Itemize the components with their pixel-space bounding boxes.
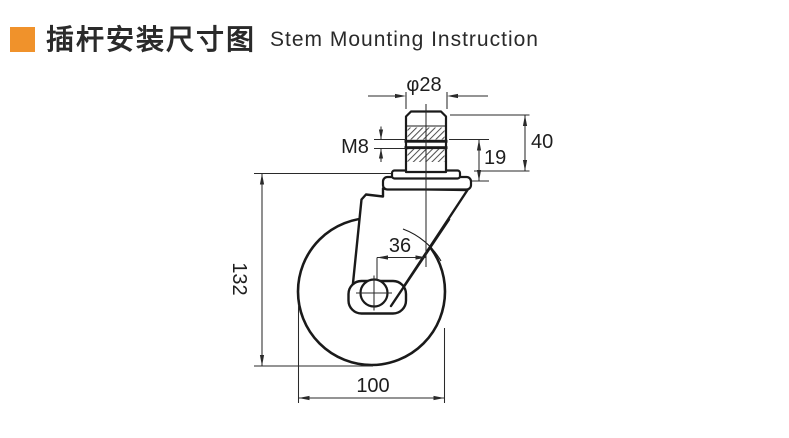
dim-thread-label: M8 [341, 136, 369, 158]
page-title-english: Stem Mounting Instruction [270, 28, 539, 51]
dim-overall-height-lines [254, 172, 391, 367]
title-row: 插杆安装尺寸图 Stem Mounting Instruction [10, 18, 539, 58]
arrowhead [377, 255, 388, 260]
dim-wheel-diameter-label: 100 [356, 375, 389, 397]
fork-inner-edge [389, 218, 451, 308]
arrowhead [298, 395, 310, 401]
dim-stem-diameter-lines [368, 92, 488, 109]
dim-thread-lines [374, 126, 406, 162]
dim-stem-diameter-label: φ28 [406, 74, 441, 96]
arrowhead [395, 93, 406, 99]
arrowhead [522, 160, 528, 171]
dim-offset-label: 36 [389, 235, 411, 257]
arrowhead [476, 170, 482, 181]
arrowhead [522, 115, 528, 126]
arrowhead [259, 173, 265, 185]
dim-stem-height-label: 40 [531, 131, 553, 153]
dim-wheel-diameter-lines [297, 305, 446, 403]
dim-thread-length-label: 19 [484, 147, 506, 169]
arrowhead [378, 129, 384, 140]
caster-drawing [296, 104, 473, 367]
arrowhead [259, 355, 265, 366]
arrowhead [415, 255, 427, 260]
arrowhead [447, 93, 458, 99]
axle-centerlines [356, 275, 392, 311]
dimension-lines: φ28 M8 19 40 132 36 [228, 74, 553, 403]
arrowhead [476, 139, 482, 151]
title-bullet-square [10, 27, 35, 52]
page-title-chinese: 插杆安装尺寸图 [46, 23, 257, 56]
arrowhead [378, 148, 384, 159]
hidden-wheel-edge-arc [402, 228, 442, 262]
dim-overall-height-label: 132 [228, 262, 250, 295]
arrowhead [433, 395, 445, 401]
